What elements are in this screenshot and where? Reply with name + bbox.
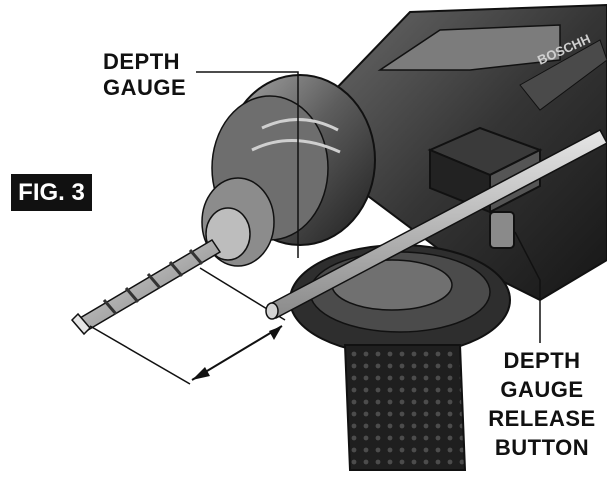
depth-measurement-bracket <box>89 267 286 385</box>
release-button-label-line-4: BUTTON <box>494 435 590 460</box>
release-button-leader <box>514 231 541 343</box>
figure-tag: FIG. 3 <box>11 174 92 211</box>
chuck <box>201 74 376 267</box>
drill-bit <box>70 238 222 336</box>
depth-gauge-leader <box>196 71 299 258</box>
release-button-label-line-2: GAUGE <box>500 377 584 402</box>
depth-gauge-label: DEPTH GAUGE <box>103 49 186 101</box>
release-button-label-line-1: DEPTH <box>503 348 581 373</box>
depth-gauge-clamp <box>427 126 543 249</box>
depth-gauge-label-line-1: DEPTH <box>103 49 181 74</box>
callout-leaders <box>196 71 541 343</box>
depth-gauge-rod <box>265 128 607 320</box>
release-button-label: DEPTH GAUGE RELEASE BUTTON <box>476 346 607 462</box>
release-button <box>489 211 515 249</box>
depth-gauge-label-line-2: GAUGE <box>103 75 187 100</box>
release-button-label-line-3: RELEASE <box>488 406 596 431</box>
